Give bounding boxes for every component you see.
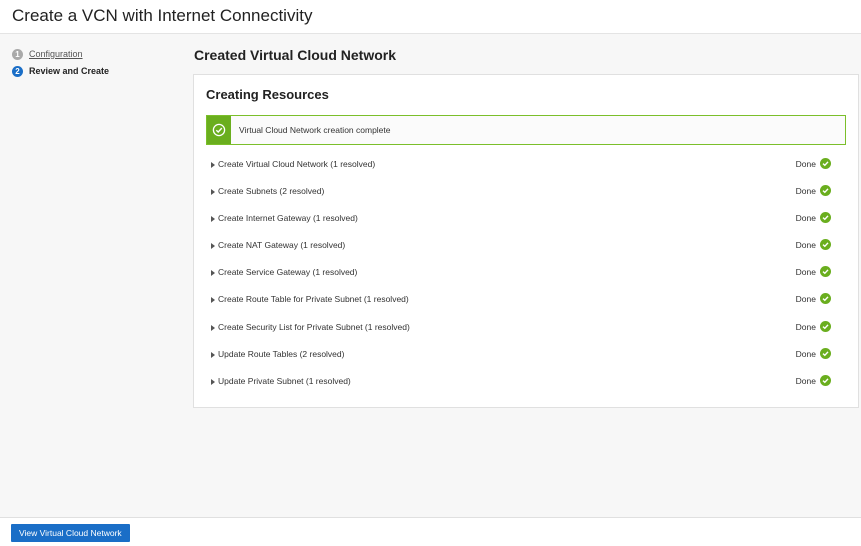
caret-right-icon[interactable] [211,216,215,223]
caret-right-icon[interactable] [211,351,215,358]
wizard-steps: 1 Configuration 2 Review and Create [12,46,109,80]
check-circle-icon [820,185,831,197]
check-circle-icon [820,293,831,305]
task-row[interactable]: Create NAT Gateway (1 resolved) Done [206,234,846,261]
section-title: Created Virtual Cloud Network [194,47,397,63]
task-label[interactable]: Create Virtual Cloud Network (1 resolved… [218,159,376,169]
task-status: Done [795,294,816,305]
step-label-configuration[interactable]: Configuration [29,49,83,59]
task-row[interactable]: Create Virtual Cloud Network (1 resolved… [206,153,846,180]
task-status: Done [795,159,816,169]
check-circle-icon [820,374,831,386]
caret-right-icon[interactable] [211,270,215,277]
check-circle-icon [820,212,831,224]
task-row[interactable]: Create Route Table for Private Subnet (1… [206,288,846,315]
step-number-icon: 2 [12,65,23,77]
page-header: Create a VCN with Internet Connectivity [0,0,861,34]
task-label[interactable]: Update Private Subnet (1 resolved) [218,375,351,386]
check-circle-icon [820,347,831,359]
step-label-review: Review and Create [29,66,110,76]
task-label[interactable]: Create Security List for Private Subnet … [218,321,410,332]
task-row[interactable]: Create Internet Gateway (1 resolved) Done [206,207,846,234]
task-row[interactable]: Create Subnets (2 resolved) Done [206,180,846,207]
task-label[interactable]: Create Service Gateway (1 resolved) [218,267,358,278]
task-label[interactable]: Create Internet Gateway (1 resolved) [218,213,358,224]
task-status: Done [795,240,816,251]
check-circle-icon [820,239,831,251]
task-status: Done [795,348,816,359]
footer: View Virtual Cloud Network [0,517,861,546]
creating-resources-panel: Creating Resources Virtual Cloud Network… [193,74,859,408]
check-circle-icon [207,116,231,144]
view-vcn-button[interactable]: View Virtual Cloud Network [11,524,130,542]
task-row[interactable]: Update Route Tables (2 resolved) Done [206,343,846,370]
success-banner: Virtual Cloud Network creation complete [206,115,846,145]
task-label[interactable]: Create Subnets (2 resolved) [218,186,325,197]
task-row[interactable]: Create Security List for Private Subnet … [206,316,846,343]
page-title: Create a VCN with Internet Connectivity [12,6,313,25]
caret-right-icon[interactable] [211,189,215,196]
step-number-icon: 1 [12,48,23,60]
caret-right-icon[interactable] [211,297,215,304]
task-status: Done [795,321,816,332]
caret-right-icon[interactable] [211,324,215,331]
check-circle-icon [820,266,831,278]
success-message: Virtual Cloud Network creation complete [239,125,391,135]
task-status: Done [795,186,816,197]
task-label[interactable]: Create NAT Gateway (1 resolved) [218,240,346,251]
content-area: 1 Configuration 2 Review and Create Crea… [0,34,861,517]
task-status: Done [795,375,816,386]
task-label[interactable]: Create Route Table for Private Subnet (1… [218,294,409,305]
task-status: Done [795,213,816,224]
task-row[interactable]: Create Service Gateway (1 resolved) Done [206,261,846,288]
task-row[interactable]: Update Private Subnet (1 resolved) Done [206,370,846,397]
check-circle-icon [820,158,831,169]
step-review-and-create: 2 Review and Create [12,63,109,79]
task-label[interactable]: Update Route Tables (2 resolved) [218,348,345,359]
step-configuration[interactable]: 1 Configuration [12,46,109,62]
task-status: Done [795,267,816,278]
panel-title: Creating Resources [206,87,329,102]
task-list: Create Virtual Cloud Network (1 resolved… [206,153,846,397]
check-circle-icon [820,320,831,332]
caret-right-icon[interactable] [211,243,215,250]
caret-right-icon[interactable] [211,162,215,168]
caret-right-icon[interactable] [211,378,215,385]
